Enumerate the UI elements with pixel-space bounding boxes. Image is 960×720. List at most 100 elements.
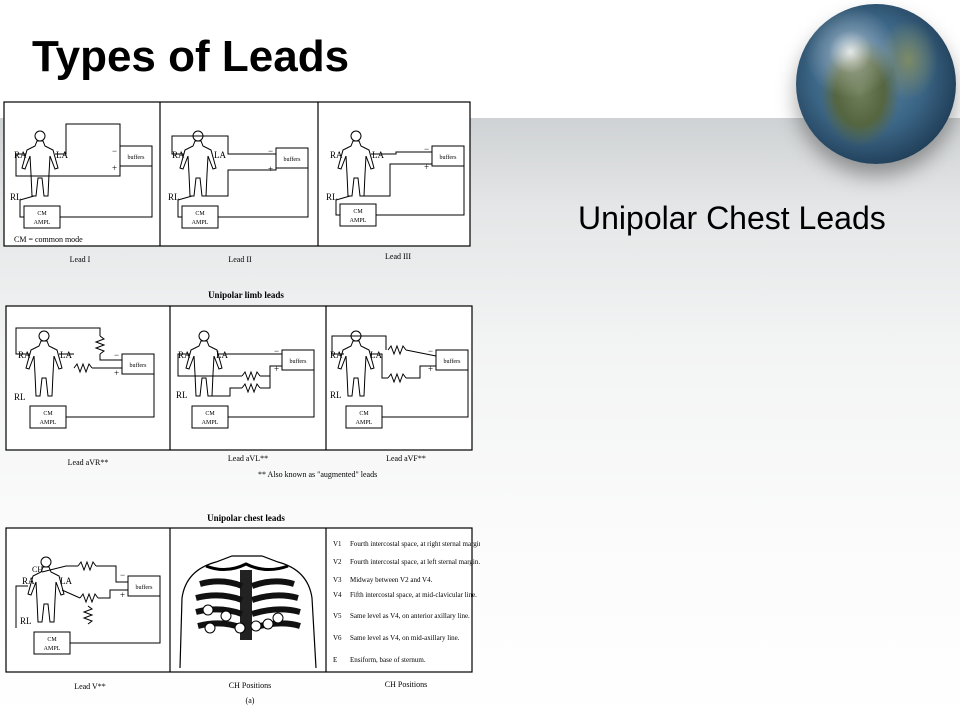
- lead-i-caption: Lead I: [70, 255, 91, 264]
- row-2-heading: Unipolar limb leads: [208, 290, 284, 300]
- slide-subtitle: Unipolar Chest Leads: [578, 200, 886, 236]
- rl-label: RL: [326, 192, 338, 202]
- slide-title: Types of Leads: [32, 32, 350, 81]
- rl-label: RL: [168, 192, 180, 202]
- row-3-unipolar-chest-leads: Unipolar chest leads CH RA LA RL buffers…: [5, 513, 480, 705]
- position-code-v2: V2: [333, 558, 342, 566]
- buffer-label: buffers: [128, 154, 146, 161]
- ch-label: CH: [32, 565, 43, 574]
- ra-label: RA: [14, 150, 27, 160]
- buffer-label: buffers: [284, 156, 302, 163]
- cm-label: CM: [353, 209, 363, 215]
- row-1-frame: [3, 101, 471, 247]
- ra-label: RA: [330, 150, 343, 160]
- globe-decoration: [796, 4, 956, 164]
- chest-ribcage-diagram: [179, 555, 317, 669]
- minus-sign: −: [268, 146, 273, 156]
- row-3-heading: Unipolar chest leads: [207, 513, 285, 523]
- ampl-label: AMPL: [350, 218, 367, 224]
- plus-sign: +: [274, 364, 279, 374]
- la-label: LA: [56, 150, 68, 160]
- cm-label: CM: [47, 637, 57, 643]
- lead-avr-caption: Lead aVR**: [68, 458, 109, 467]
- cm-label: CM: [205, 411, 215, 417]
- cm-label: CM: [359, 411, 369, 417]
- ampl-label: AMPL: [192, 220, 209, 226]
- buffer-label: buffers: [130, 362, 148, 369]
- position-code-v4: V4: [333, 591, 342, 599]
- position-text-e: Ensiform, base of sternum.: [350, 656, 426, 664]
- plus-sign: +: [112, 163, 117, 173]
- row-2-unipolar-limb-leads: Unipolar limb leads RA LA RL buffers − +…: [5, 290, 473, 479]
- chest-positions-list: V1 Fourth intercostal space, at right st…: [333, 540, 480, 664]
- lead-avf-caption: Lead aVF**: [386, 454, 426, 463]
- lead-v-caption: Lead V**: [74, 682, 106, 691]
- minus-sign: −: [120, 570, 125, 580]
- ra-label: RA: [18, 350, 31, 360]
- lead-avl-caption: Lead aVL**: [228, 454, 268, 463]
- panel-lead-iii: RA LA RL buffers − + CM AMPL: [326, 130, 465, 227]
- panel-lead-avl: RA LA RL buffers − + CM AMPL: [176, 330, 315, 429]
- panel-caption-a: (a): [246, 696, 255, 705]
- ampl-label: AMPL: [202, 420, 219, 426]
- rl-label: RL: [176, 390, 188, 400]
- lead-ii-caption: Lead II: [228, 255, 252, 264]
- buffer-label: buffers: [290, 358, 308, 365]
- la-label: LA: [214, 150, 226, 160]
- la-label: LA: [60, 350, 72, 360]
- ampl-label: AMPL: [356, 420, 373, 426]
- panel-lead-v: CH RA LA RL buffers − + CM AMPL: [15, 556, 161, 655]
- panel-lead-ii: RA LA RL buffers − + CM AMPL: [168, 130, 309, 229]
- cm-label: CM: [195, 211, 205, 217]
- position-text-v5: Same level as V4, on anterior axillary l…: [350, 612, 470, 620]
- plus-sign: +: [114, 368, 119, 378]
- plus-sign: +: [424, 162, 429, 172]
- ch-positions-caption-1: CH Positions: [229, 681, 271, 690]
- ra-label: RA: [22, 576, 35, 586]
- ra-label: RA: [330, 350, 343, 360]
- ra-label: RA: [172, 150, 185, 160]
- minus-sign: −: [112, 146, 117, 156]
- position-text-v1: Fourth intercostal space, at right stern…: [350, 540, 480, 548]
- ampl-label: AMPL: [40, 420, 57, 426]
- buffer-label: buffers: [136, 584, 154, 591]
- lead-iii-caption: Lead III: [385, 252, 411, 261]
- augmented-footnote: ** Also known as "augmented" leads: [258, 470, 377, 479]
- position-text-v6: Same level as V4, on mid-axillary line.: [350, 634, 460, 642]
- panel-lead-i: RA LA RL buffers − + CM AMPL CM = common…: [10, 123, 153, 244]
- row-2-frame: [5, 305, 473, 451]
- plus-sign: +: [268, 164, 273, 174]
- ch-positions-caption-2: CH Positions: [385, 680, 427, 689]
- row-1-bipolar-leads: RA LA RL buffers − + CM AMPL CM = common…: [3, 101, 471, 264]
- minus-sign: −: [114, 350, 119, 360]
- rl-label: RL: [14, 392, 26, 402]
- position-code-v6: V6: [333, 634, 342, 642]
- la-label: LA: [60, 576, 72, 586]
- la-label: LA: [372, 150, 384, 160]
- position-code-v5: V5: [333, 612, 342, 620]
- ampl-label: AMPL: [34, 220, 51, 226]
- position-code-v1: V1: [333, 540, 342, 548]
- position-code-e: E: [333, 656, 337, 664]
- minus-sign: −: [428, 346, 433, 356]
- rl-label: RL: [330, 390, 342, 400]
- la-label: LA: [370, 350, 382, 360]
- la-label: LA: [216, 350, 228, 360]
- lead-diagram-figure: RA LA RL buffers − + CM AMPL CM = common…: [3, 101, 480, 705]
- position-text-v3: Midway between V2 and V4.: [350, 576, 433, 584]
- cm-note: CM = common mode: [14, 235, 83, 244]
- cm-label: CM: [37, 211, 47, 217]
- buffer-label: buffers: [440, 154, 458, 161]
- ampl-label: AMPL: [44, 646, 61, 652]
- position-text-v2: Fourth intercostal space, at left sterna…: [350, 558, 480, 566]
- minus-sign: −: [424, 144, 429, 154]
- rl-label: RL: [10, 192, 22, 202]
- ra-label: RA: [178, 350, 191, 360]
- cm-label: CM: [43, 411, 53, 417]
- minus-sign: −: [274, 346, 279, 356]
- plus-sign: +: [120, 590, 125, 600]
- panel-lead-avf: RA LA RL buffers − + CM AMPL: [330, 330, 469, 429]
- buffer-label: buffers: [444, 358, 462, 365]
- rl-label: RL: [20, 616, 32, 626]
- position-code-v3: V3: [333, 576, 342, 584]
